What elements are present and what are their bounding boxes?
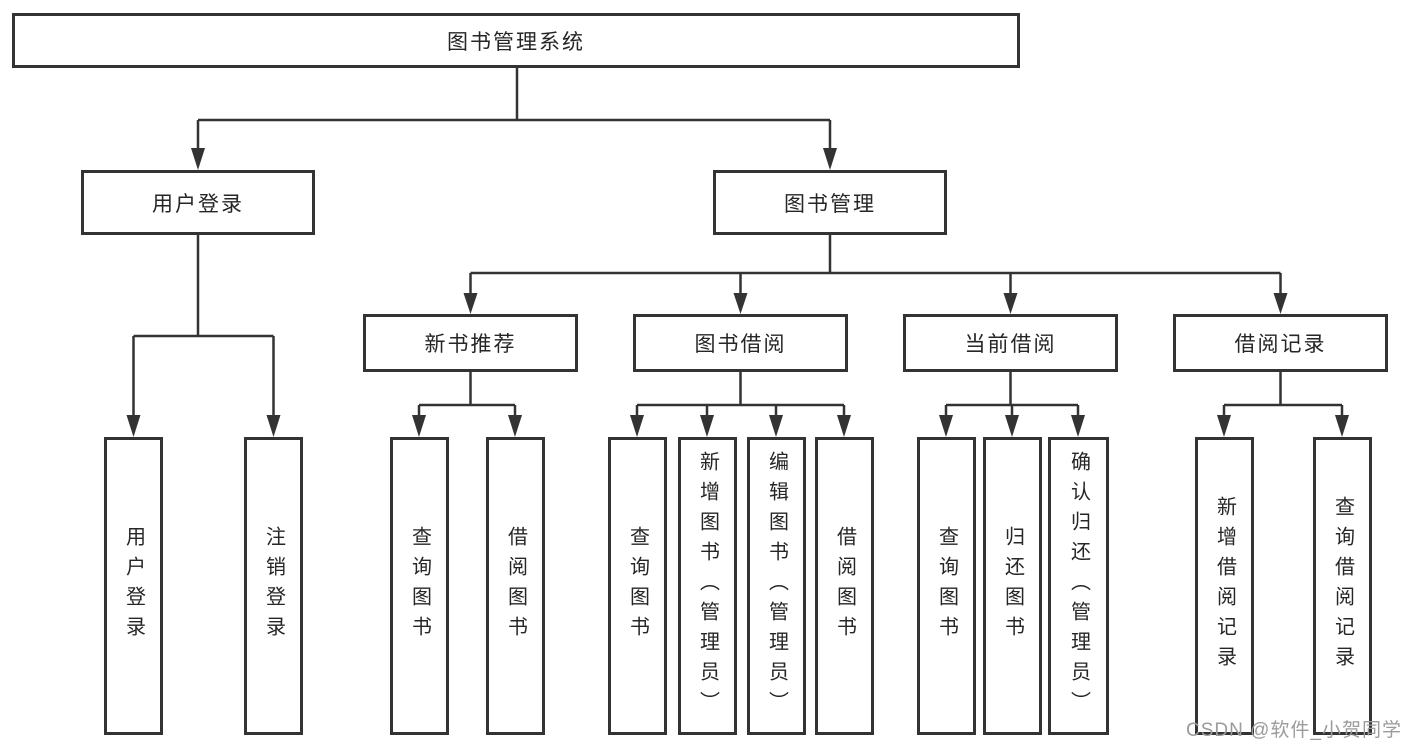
leaf-add-books-admin: 新增图书（管理员） [678,437,737,735]
leaf-add-borrow-record-label: 新增借阅记录 [1213,496,1236,676]
leaf-confirm-return-admin: 确认归还（管理员） [1048,437,1109,735]
leaf-query-books-recommend: 查询图书 [390,437,449,735]
leaf-query-borrow-record-label: 查询借阅记录 [1331,496,1354,676]
node-library-system: 图书管理系统 [12,13,1020,68]
node-borrowing-records-label: 借阅记录 [1234,333,1327,356]
leaf-confirm-return-admin-label: 确认归还（管理员） [1067,451,1090,721]
node-library-system-label: 图书管理系统 [447,30,585,54]
node-current-borrowing: 当前借阅 [903,314,1118,372]
leaf-user-login-label: 用户登录 [122,526,145,646]
leaf-logout: 注销登录 [244,437,303,735]
node-book-management: 图书管理 [713,170,947,235]
leaf-logout-label: 注销登录 [262,526,285,646]
node-book-borrowing-label: 图书借阅 [694,333,787,356]
leaf-return-books-label: 归还图书 [1001,526,1024,646]
leaf-borrow-books-recommend-label: 借阅图书 [504,526,527,646]
leaf-query-books-current: 查询图书 [917,437,976,735]
csdn-watermark: CSDN @软件_小贺同学 [1186,720,1402,741]
leaf-borrow-books: 借阅图书 [815,437,874,735]
leaf-user-login: 用户登录 [104,437,163,735]
node-new-book-recommend: 新书推荐 [363,314,578,372]
node-user-login: 用户登录 [81,170,315,235]
leaf-borrow-books-recommend: 借阅图书 [486,437,545,735]
leaf-query-books-borrowing: 查询图书 [608,437,667,735]
leaf-query-borrow-record: 查询借阅记录 [1313,437,1372,735]
leaf-return-books: 归还图书 [983,437,1042,735]
node-borrowing-records: 借阅记录 [1173,314,1388,372]
node-current-borrowing-label: 当前借阅 [964,333,1057,356]
node-book-borrowing: 图书借阅 [633,314,848,372]
leaf-add-borrow-record: 新增借阅记录 [1195,437,1254,735]
node-user-login-label: 用户登录 [152,192,244,216]
leaf-query-books-current-label: 查询图书 [935,526,958,646]
leaf-borrow-books-label: 借阅图书 [833,526,856,646]
node-book-management-label: 图书管理 [784,192,876,216]
leaf-add-books-admin-label: 新增图书（管理员） [696,451,719,721]
leaf-edit-books-admin-label: 编辑图书（管理员） [765,451,788,721]
node-new-book-recommend-label: 新书推荐 [424,333,517,356]
leaf-query-books-recommend-label: 查询图书 [408,526,431,646]
leaf-edit-books-admin: 编辑图书（管理员） [747,437,806,735]
leaf-query-books-borrowing-label: 查询图书 [626,526,649,646]
